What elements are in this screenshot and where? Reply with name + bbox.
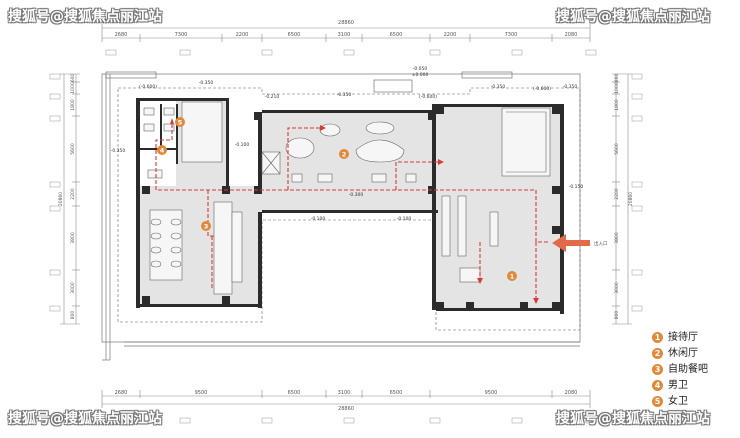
elev-left-4: -0.350 [111, 148, 126, 154]
right-dimensions [612, 73, 632, 325]
left-dim-8: 800 [70, 311, 76, 320]
top-dimension-labels: 28860 2680 7300 2200 6500 3100 6500 2200… [115, 20, 578, 38]
room-legend: 1 接待厅 2 休闲厅 3 自助餐吧 4 男卫 5 女卫 [652, 330, 732, 410]
elev-top: -0.050 [413, 66, 428, 72]
elev-center-1: -0.100 [235, 142, 250, 148]
left-dim-5: 2200 [70, 188, 76, 200]
room-badge-4: 4 [160, 147, 165, 155]
bottom-dimension-labels: 2680 9500 6500 3100 6500 9500 2080 28860 [115, 390, 578, 412]
circulation-path [155, 122, 548, 300]
bottom-dim-3: 6500 [288, 390, 301, 396]
left-dimension-labels: 20860 600 1000 1800 5600 2200 3800 3000 … [58, 74, 76, 320]
top-dim-2: 7300 [175, 32, 188, 38]
right-dim-2: 1000 [614, 82, 620, 94]
left-dim-4: 5600 [70, 143, 76, 155]
legend-badge-4: 4 [652, 380, 663, 391]
top-dim-3: 2200 [236, 32, 249, 38]
top-total-dim: 28860 [338, 20, 354, 26]
bottom-dim-5: 6500 [390, 390, 403, 396]
bottom-dim-1: 2680 [115, 390, 128, 396]
watermark-top-left: 搜狐号@搜狐焦点丽江站 [8, 9, 162, 25]
right-dim-8: 800 [614, 311, 620, 320]
elev-right-2: (-0.600) [533, 86, 551, 92]
entry-arrow: 出入口 [552, 234, 608, 252]
elev-left-3: -0.210 [265, 94, 280, 100]
left-dim-6: 3800 [70, 232, 76, 244]
watermark-top-right: 搜狐号@搜狐焦点丽江站 [556, 9, 710, 25]
elev-center-3: -0.100 [311, 216, 326, 222]
top-dim-7: 2200 [444, 32, 457, 38]
room-badge-5: 5 [178, 119, 183, 127]
bottom-total-dim: 28860 [338, 406, 354, 412]
legend-item-reception: 1 接待厅 [652, 330, 732, 346]
top-dim-9: 2080 [565, 32, 578, 38]
left-dimensions [60, 73, 80, 325]
right-dimension-labels: 800 1000 1800 5600 2200 3800 3000 800 20… [614, 74, 634, 320]
bottom-dimensions [101, 390, 591, 408]
elev-left-2: (-0.600) [139, 84, 157, 90]
room-badge-1: 1 [510, 273, 515, 281]
top-dimensions [101, 24, 591, 42]
left-dim-3: 1800 [70, 99, 76, 111]
elev-right-1: -0.350 [491, 84, 506, 90]
legend-badge-3: 3 [652, 364, 663, 375]
elev-center-2: -0.300 [349, 192, 364, 198]
elev-left-1: -0.350 [199, 80, 214, 86]
eave-outline [101, 71, 581, 361]
room-badge-2: 2 [342, 151, 347, 159]
right-dim-1: 800 [614, 74, 620, 83]
bottom-dim-2: 9500 [195, 390, 208, 396]
left-total-dim: 20860 [58, 192, 64, 206]
top-dim-5: 3100 [338, 32, 351, 38]
legend-item-mens-room: 4 男卫 [652, 378, 732, 394]
elev-center-4: -0.100 [397, 216, 412, 222]
legend-label-2: 休闲厅 [668, 348, 698, 359]
right-dim-5: 2200 [614, 188, 620, 200]
legend-badge-1: 1 [652, 332, 663, 343]
axis-markers [49, 49, 643, 424]
elev-mid-1: -0.350 [337, 92, 352, 98]
legend-item-lounge: 2 休闲厅 [652, 346, 732, 362]
legend-label-5: 女卫 [668, 396, 688, 407]
top-dim-4: 6500 [288, 32, 301, 38]
room-badges: 1 2 3 4 5 [157, 117, 517, 281]
left-dim-2: 1000 [70, 82, 76, 94]
watermark-bottom-left: 搜狐号@搜狐焦点丽江站 [8, 411, 162, 427]
right-dim-3: 1800 [614, 99, 620, 111]
legend-label-1: 接待厅 [668, 332, 698, 343]
bottom-dim-4: 3100 [338, 390, 351, 396]
elev-right-3: -0.350 [563, 84, 578, 90]
legend-badge-5: 5 [652, 396, 663, 407]
right-total-dim: 20860 [628, 192, 634, 206]
circulation-arrows [170, 118, 539, 304]
watermark-bottom-right: 搜狐号@搜狐焦点丽江站 [556, 411, 710, 427]
legend-item-buffet: 3 自助餐吧 [652, 362, 732, 378]
entry-label: 出入口 [594, 240, 608, 247]
dashed-outline [117, 87, 581, 331]
right-dim-4: 5600 [614, 143, 620, 155]
legend-item-womens-room: 5 女卫 [652, 394, 732, 410]
right-dim-6: 3800 [614, 232, 620, 244]
elev-mid-2: (-0.600) [419, 94, 437, 100]
bottom-dim-6: 9500 [485, 390, 498, 396]
elev-right-4: -0.150 [569, 184, 584, 190]
room-badge-3: 3 [204, 223, 209, 231]
top-dim-6: 6500 [390, 32, 403, 38]
left-dim-7: 3000 [70, 282, 76, 294]
bottom-dim-7: 2080 [565, 390, 578, 396]
top-dim-1: 2680 [115, 32, 128, 38]
left-dim-1: 600 [70, 74, 76, 83]
furniture [143, 101, 551, 295]
legend-label-3: 自助餐吧 [668, 364, 708, 375]
elev-top-2: ±0.000 [412, 72, 429, 78]
top-dim-8: 7300 [505, 32, 518, 38]
elevation-labels: -0.050 ±0.000 -0.350 (-0.600) -0.210 -0.… [111, 66, 584, 222]
legend-badge-2: 2 [652, 348, 663, 359]
legend-label-4: 男卫 [668, 380, 688, 391]
right-dim-7: 3000 [614, 282, 620, 294]
